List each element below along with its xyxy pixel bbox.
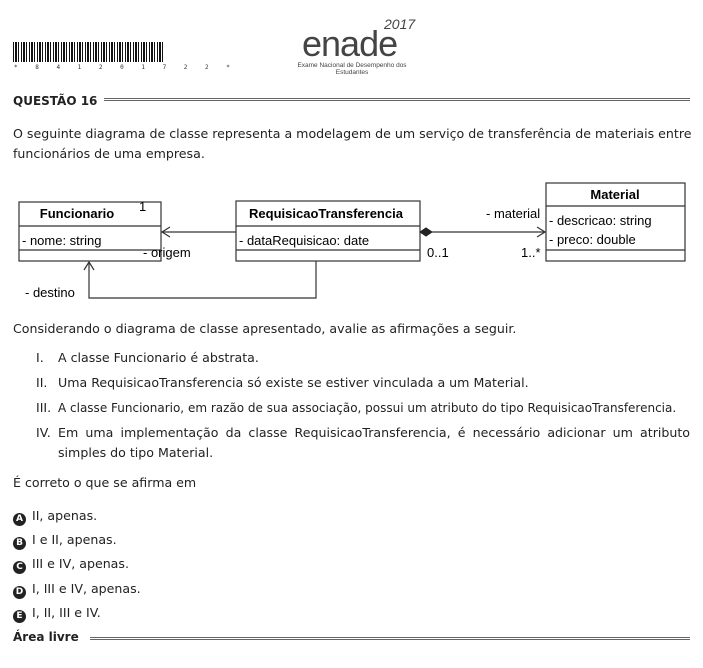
statement-text: Em uma implementação da classe Requisica… [58,425,690,460]
role-material: - material [486,206,540,221]
option-c[interactable]: C III e IV, apenas. [13,554,129,574]
class-diagram: Funcionario - nome: string RequisicaoTra… [18,182,686,300]
composition-material [419,226,547,238]
association-origem [160,226,236,238]
statements-prompt: Considerando o diagrama de classe aprese… [13,321,517,336]
option-letter-badge: B [13,537,26,550]
option-text: I e II, apenas. [32,532,117,547]
enade-logo-subtitle: Exame Nacional de Desempenho dos Estudan… [297,62,407,76]
class-funcionario: Funcionario - nome: string [18,201,162,262]
option-text: I, III e IV, apenas. [32,581,141,596]
statement-numeral: IV. [36,425,51,440]
barcode [13,42,165,62]
barcode-number: * 8 4 1 2 0 1 7 2 2 * [14,64,237,71]
option-a[interactable]: A II, apenas. [13,506,97,526]
attr-descricao: - descricao: string [549,213,652,228]
statement-text: A classe Funcionario é abstrata. [58,350,259,365]
attr-nome: - nome: string [22,233,101,248]
enade-logo-year: 2017 [384,16,416,32]
option-d[interactable]: D I, III e IV, apenas. [13,579,141,599]
attr-preco: - preco: double [549,232,636,247]
question-title: QUESTÃO 16 [13,94,98,108]
class-requisicao-transferencia: RequisicaoTransferencia - dataRequisicao… [235,200,421,262]
association-destino [83,260,317,299]
statement-numeral: I. [36,350,44,365]
answer-prompt: É correto o que se afirma em [13,475,197,490]
multiplicity-material: 1..* [521,245,541,260]
role-origem: - origem [143,245,191,260]
option-letter-badge: D [13,586,26,599]
multiplicity-funcionario: 1 [139,199,146,214]
attr-data-requisicao: - dataRequisicao: date [239,233,369,248]
role-destino: - destino [25,285,75,300]
option-text: I, II, III e IV. [32,605,101,620]
option-letter-badge: E [13,610,26,623]
class-name-funcionario: Funcionario [40,206,114,221]
option-letter-badge: A [13,513,26,526]
option-text: II, apenas. [32,508,98,523]
question-intro: O seguinte diagrama de classe representa… [13,126,692,161]
option-e[interactable]: E I, II, III e IV. [13,603,101,623]
free-area-title: Área livre [13,630,79,644]
heading-rule [104,98,690,101]
free-area-rule [90,637,690,640]
option-text: III e IV, apenas. [32,556,129,571]
class-name-requisicao: RequisicaoTransferencia [249,206,404,221]
option-letter-badge: C [13,561,26,574]
statement-numeral: III. [36,400,52,415]
statement-text: A classe Funcionario, em razão de sua as… [58,401,677,415]
option-b[interactable]: B I e II, apenas. [13,530,117,550]
class-name-material: Material [590,187,639,202]
class-material: Material - descricao: string - preco: do… [545,182,686,262]
multiplicity-requisicao: 0..1 [427,245,449,260]
statement-text: Uma RequisicaoTransferencia só existe se… [58,375,529,390]
statement-numeral: II. [36,375,48,390]
enade-logo-word: enade [302,23,398,64]
